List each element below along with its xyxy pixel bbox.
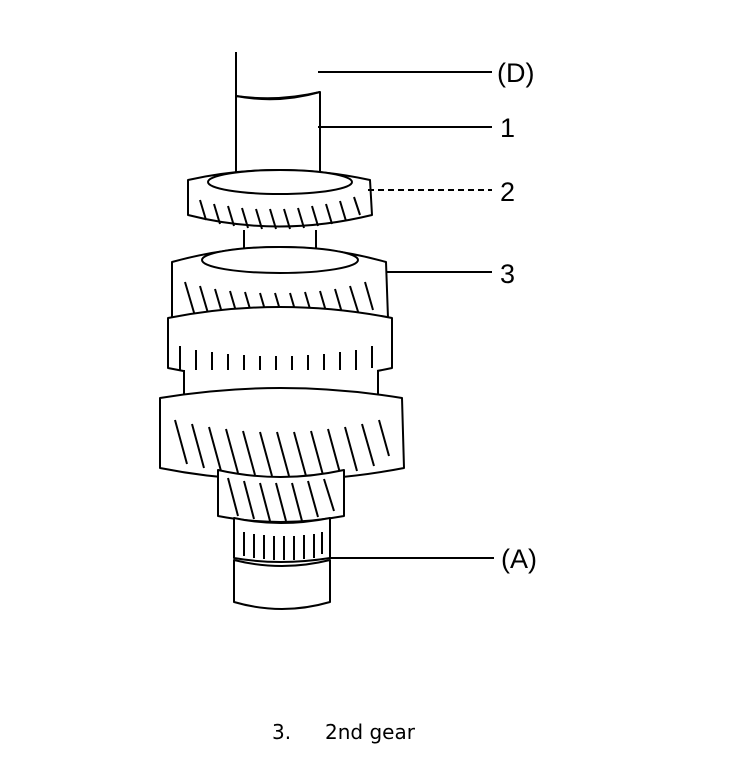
callout-3-label: 3 (500, 259, 516, 289)
large-helical-gear (159, 387, 405, 481)
caption-number: 3. (272, 720, 292, 744)
synchronizer-ring-gear (187, 169, 373, 230)
straight-spur-gear (167, 306, 393, 381)
callout-d-label: (D) (497, 58, 535, 88)
caption-text: 2nd gear (325, 720, 415, 744)
callout-2-label: 2 (500, 177, 516, 207)
shaft-splines (233, 517, 331, 563)
lower-helical-pinion (217, 469, 345, 523)
shaft-upper-section (235, 91, 321, 179)
shaft-bottom-journal (233, 559, 331, 610)
callout-1-label: 1 (500, 113, 516, 143)
shaft-upper-edge (235, 91, 321, 101)
callout-a-label: (A) (501, 544, 537, 574)
